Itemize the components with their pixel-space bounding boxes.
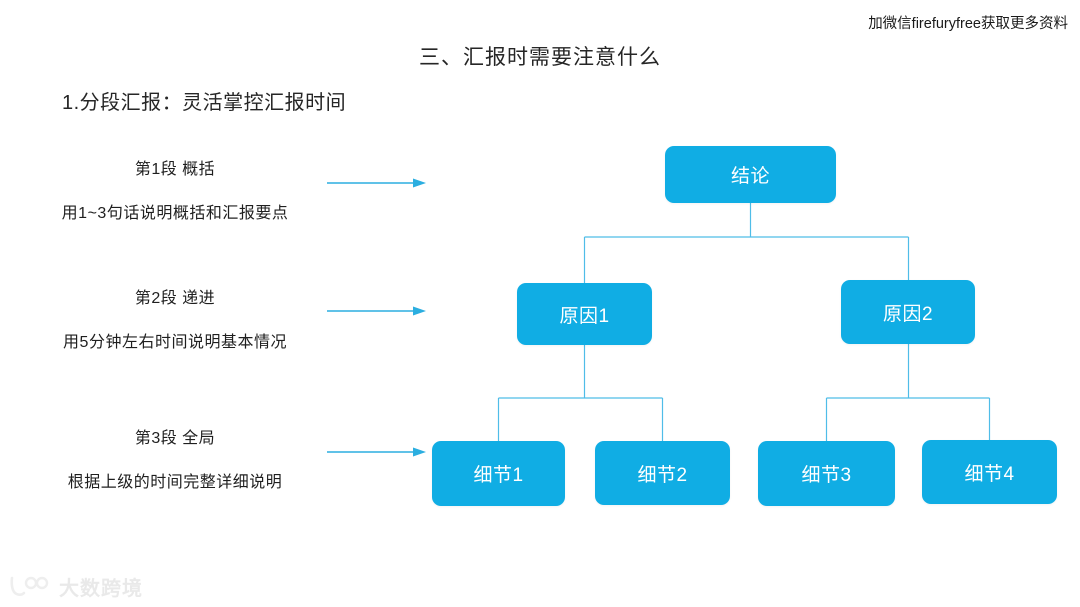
arrow-right-icon-1 — [327, 176, 427, 188]
stage-3-heading: 第3段 全局 — [134, 430, 216, 447]
stage-block-2: 第2段 递进 用5分钟左右时间说明基本情况 — [0, 284, 400, 352]
tree-node-cause-2[interactable]: 原因2 — [841, 280, 975, 344]
stage-3-description: 根据上级的时间完整详细说明 — [67, 474, 283, 491]
tree-node-detail-2[interactable]: 细节2 — [595, 441, 730, 505]
stage-1-heading: 第1段 概括 — [134, 161, 216, 178]
watermark-text: 大数跨境 — [59, 578, 143, 600]
promo-text: 加微信firefuryfree获取更多资料 — [868, 16, 1068, 32]
stage-block-1: 第1段 概括 用1~3句话说明概括和汇报要点 — [0, 155, 400, 223]
stage-2-description: 用5分钟左右时间说明基本情况 — [63, 334, 287, 351]
watermark: 大数跨境 — [8, 572, 143, 601]
tree-node-detail-3[interactable]: 细节3 — [758, 441, 895, 506]
tree-node-detail-4[interactable]: 细节4 — [922, 440, 1057, 504]
stage-1-description: 用1~3句话说明概括和汇报要点 — [61, 205, 289, 222]
slide-subtitle: 1.分段汇报：灵活掌控汇报时间 — [62, 92, 347, 114]
tree-node-detail-1[interactable]: 细节1 — [432, 441, 565, 506]
arrow-right-icon-2 — [327, 304, 427, 316]
tree-node-conclusion[interactable]: 结论 — [665, 146, 836, 203]
logo-mark-icon — [8, 575, 52, 599]
stage-2-heading: 第2段 递进 — [134, 290, 216, 307]
stage-block-3: 第3段 全局 根据上级的时间完整详细说明 — [0, 424, 400, 492]
arrow-right-icon-3 — [327, 445, 427, 457]
tree-node-cause-1[interactable]: 原因1 — [517, 283, 652, 345]
page-title: 三、汇报时需要注意什么 — [419, 46, 661, 69]
